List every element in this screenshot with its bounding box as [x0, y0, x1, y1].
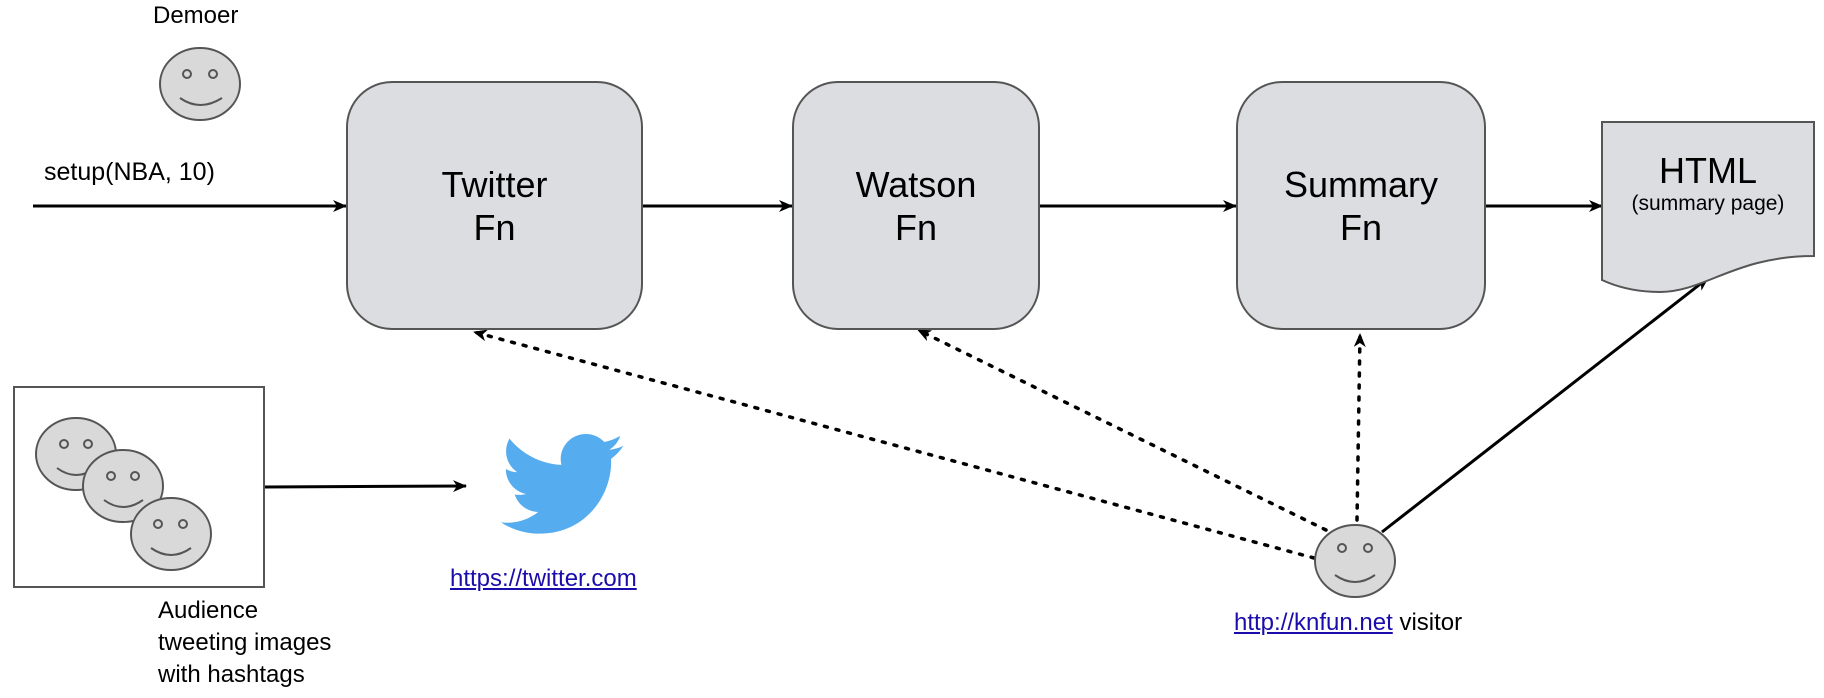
html-document-subtitle: (summary page) — [1631, 192, 1785, 215]
html-document-title: HTML — [1659, 150, 1757, 191]
twitter-fn-label-line1: Twitter — [441, 163, 548, 205]
audience-caption: Audience tweeting images with hashtags — [158, 595, 331, 691]
visitor-to-twitter-dotted-arrow — [472, 329, 1316, 560]
summary-fn-label-line2: Fn — [1339, 206, 1382, 248]
twitter-fn-label-line2: Fn — [473, 206, 516, 248]
summary-fn-label-line1: Summary — [1283, 163, 1439, 205]
visitor-caption: http://knfun.net visitor — [1234, 609, 1462, 637]
watson-fn-label-line1: Watson — [855, 163, 977, 205]
audience-caption-line2: tweeting images — [158, 629, 332, 656]
audience-to-twitter-arrow — [264, 480, 467, 493]
visitor-to-html-arrow — [1381, 276, 1709, 534]
demoer-label: Demoer — [153, 2, 239, 29]
audience-caption-line1: Audience — [158, 597, 259, 624]
visitor-suffix: visitor — [1392, 609, 1463, 636]
setup-call-label: setup(NBA, 10) — [44, 158, 215, 186]
visitor-smiley-icon — [1314, 524, 1396, 598]
twitter-link[interactable]: https://twitter.com — [450, 565, 637, 592]
twitter-bird-icon — [500, 434, 624, 534]
demoer-smiley-icon — [159, 47, 241, 121]
html-document-text: HTML (summary page) — [1602, 152, 1814, 218]
html-document-shape — [1601, 121, 1815, 294]
audience-smiley-icon — [82, 449, 164, 523]
summary-fn-box: Summary Fn — [1236, 81, 1486, 330]
visitor-to-watson-dotted-arrow — [916, 328, 1328, 532]
visitor-link[interactable]: http://knfun.net — [1234, 609, 1393, 636]
twitter-fn-box: Twitter Fn — [346, 81, 643, 330]
visitor-to-summary-dotted-arrow — [1353, 332, 1366, 522]
audience-caption-line3: with hashtags — [158, 661, 305, 688]
audience-smiley-icon — [130, 497, 212, 571]
watson-fn-box: Watson Fn — [792, 81, 1040, 330]
watson-fn-label-line2: Fn — [894, 206, 937, 248]
